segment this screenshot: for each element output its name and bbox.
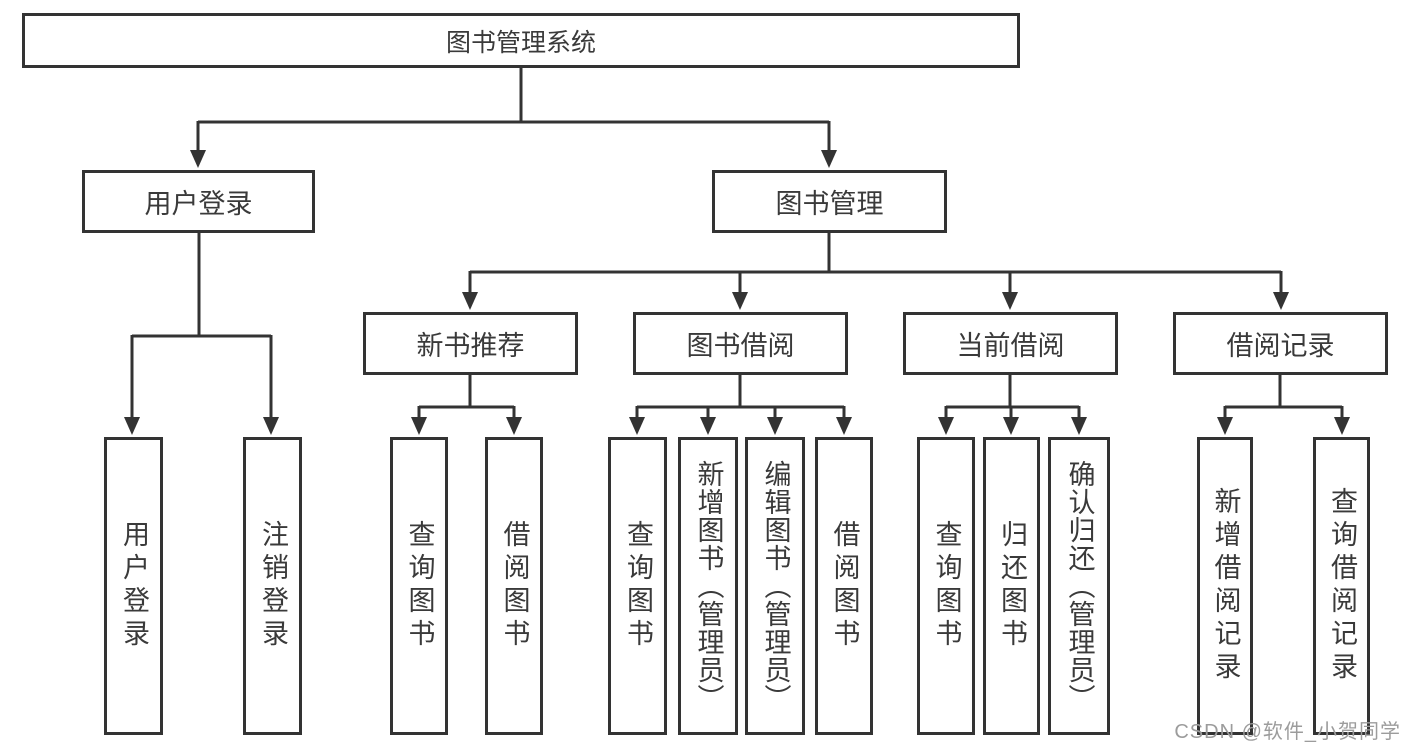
node-new-book-recommend-label: 新书推荐 (416, 331, 525, 361)
leaf-add-borrow-record: 新增借阅记录 (1197, 437, 1253, 735)
leaf-add-book-admin: 新增图书（管理员） (678, 437, 738, 735)
node-library-system: 图书管理系统 (22, 13, 1020, 68)
leaf-query-borrow-record: 查询借阅记录 (1313, 437, 1370, 735)
node-new-book-recommend: 新书推荐 (363, 312, 578, 375)
leaf-borrow-books: 借阅图书 (815, 437, 873, 735)
leaf-confirm-return-admin: 确认归还（管理员） (1048, 437, 1110, 735)
node-library-system-label: 图书管理系统 (445, 28, 596, 57)
leaf-query-borrow-record-label: 查询借阅记录 (1327, 487, 1357, 685)
leaf-borrow-books-label: 借阅图书 (829, 520, 860, 652)
leaf-return-book-label: 归还图书 (997, 520, 1027, 652)
leaf-edit-book-admin: 编辑图书（管理员） (745, 437, 805, 735)
leaf-logout: 注销登录 (243, 437, 302, 735)
leaf-add-book-admin-label: 新增图书（管理员） (693, 460, 724, 712)
leaf-borrow-books-recommend-label: 借阅图书 (499, 520, 530, 652)
leaf-user-login: 用户登录 (104, 437, 163, 735)
arrowhead-icons (124, 150, 1350, 435)
leaf-logout-label: 注销登录 (258, 520, 288, 652)
node-current-borrowing: 当前借阅 (903, 312, 1118, 375)
node-book-borrowing: 图书借阅 (633, 312, 848, 375)
leaf-query-books-borrowing: 查询图书 (608, 437, 667, 735)
leaf-query-books-recommend: 查询图书 (390, 437, 448, 735)
csdn-watermark: CSDN @软件_小贺同学 (1174, 721, 1401, 743)
leaf-query-books-current: 查询图书 (917, 437, 975, 735)
leaf-query-books-current-label: 查询图书 (931, 520, 962, 652)
leaf-confirm-return-admin-label: 确认归还（管理员） (1064, 460, 1095, 712)
leaf-add-borrow-record-label: 新增借阅记录 (1210, 487, 1241, 685)
node-book-management-label: 图书管理 (775, 189, 884, 219)
leaf-query-books-recommend-label: 查询图书 (404, 520, 435, 652)
node-user-login-label: 用户登录 (144, 189, 253, 219)
node-current-borrowing-label: 当前借阅 (956, 331, 1065, 361)
node-user-login: 用户登录 (82, 170, 315, 233)
node-borrowing-records-label: 借阅记录 (1226, 331, 1335, 361)
leaf-user-login-label: 用户登录 (119, 520, 149, 652)
node-book-borrowing-label: 图书借阅 (686, 331, 795, 361)
node-borrowing-records: 借阅记录 (1173, 312, 1388, 375)
node-book-management: 图书管理 (712, 170, 947, 233)
leaf-edit-book-admin-label: 编辑图书（管理员） (760, 460, 791, 712)
leaf-return-book: 归还图书 (983, 437, 1040, 735)
leaf-query-books-borrowing-label: 查询图书 (623, 520, 653, 652)
leaf-borrow-books-recommend: 借阅图书 (485, 437, 543, 735)
